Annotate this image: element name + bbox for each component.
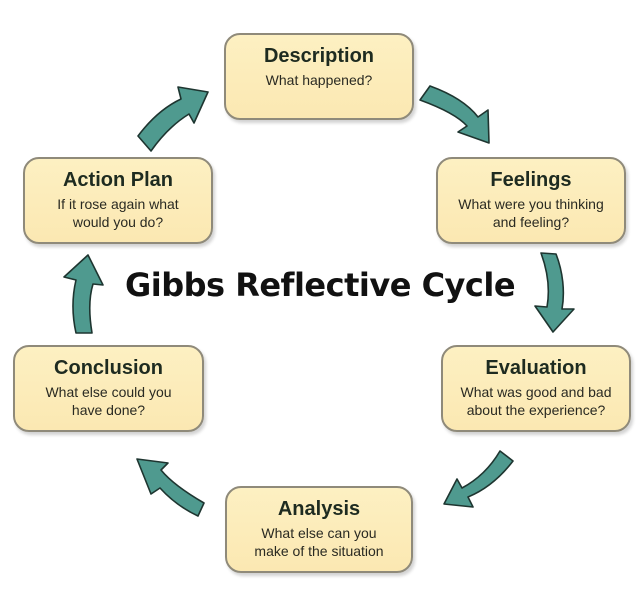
stage-analysis: Analysis What else can you make of the s… (225, 486, 413, 573)
stage-action-plan: Action Plan If it rose again what would … (23, 157, 213, 244)
stage-title: Evaluation (485, 357, 587, 379)
arrow-description-to-feelings (419, 85, 490, 144)
stage-prompt: What else can you make of the situation (254, 525, 384, 559)
stage-title: Action Plan (62, 169, 173, 191)
stage-prompt: What were you thinking and feeling? (458, 196, 604, 230)
diagram-title: Gibbs Reflective Cycle (124, 266, 516, 304)
stage-prompt: What else could you have done? (45, 384, 172, 418)
arrow-feelings-to-evaluation (534, 252, 575, 333)
stage-conclusion: Conclusion What else could you have done… (13, 345, 204, 432)
stage-title: Conclusion (54, 357, 163, 379)
stage-title: Feelings (490, 169, 572, 191)
stage-feelings: Feelings What were you thinking and feel… (436, 157, 626, 244)
stage-prompt: What was good and bad about the experien… (460, 384, 612, 418)
arrow-analysis-to-conclusion (136, 458, 205, 517)
stage-prompt: If it rose again what would you do? (57, 196, 179, 230)
stage-evaluation: Evaluation What was good and bad about t… (441, 345, 631, 432)
arrow-actionplan-to-description (137, 86, 209, 152)
stage-title: Analysis (277, 498, 361, 520)
arrow-evaluation-to-analysis (443, 450, 514, 508)
arrow-conclusion-to-actionplan (63, 254, 104, 334)
stage-title: Description (263, 45, 375, 67)
stage-prompt: What happened? (265, 72, 373, 88)
stage-description: Description What happened? (224, 33, 414, 120)
